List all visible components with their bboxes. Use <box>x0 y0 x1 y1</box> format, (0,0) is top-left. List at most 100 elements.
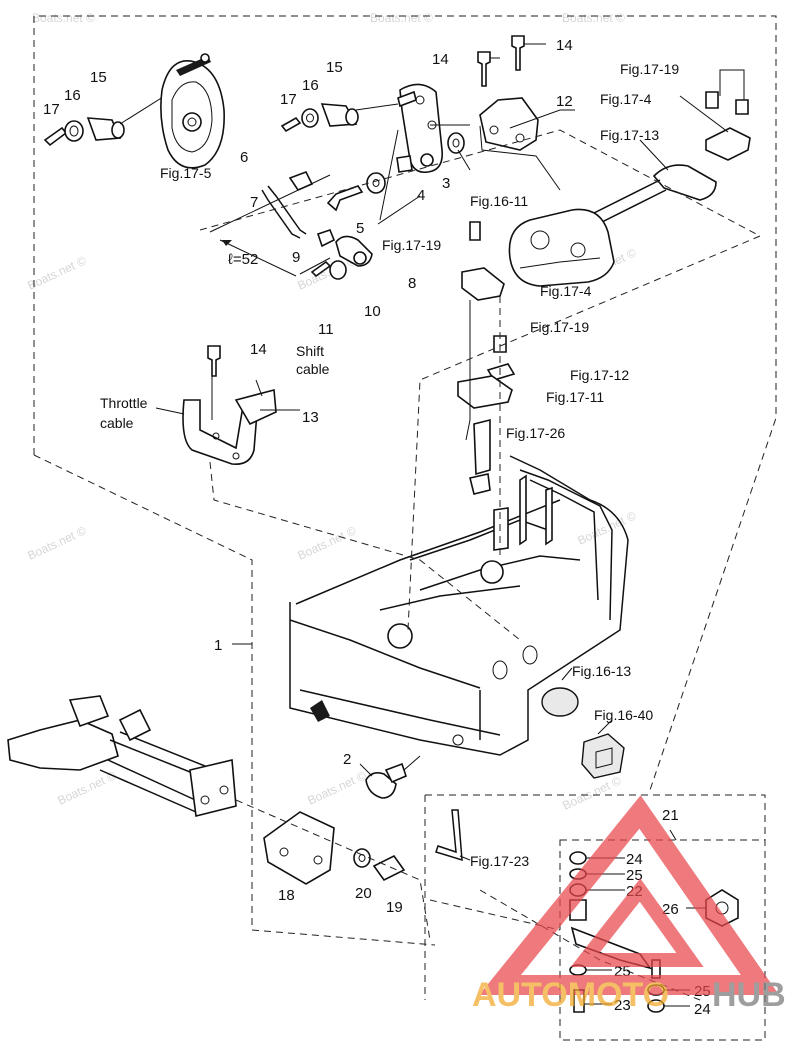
callout-19: 19 <box>386 899 403 916</box>
fig-ref: Fig.17-19 <box>382 237 441 253</box>
callout-15: 15 <box>90 69 107 86</box>
shift-cable-label: Shift <box>296 343 324 359</box>
callout-15: 15 <box>326 59 343 76</box>
dimension-length: ℓ=52 <box>228 251 258 268</box>
callout-24: 24 <box>694 1001 711 1018</box>
watermark: Boats.net © <box>370 11 433 25</box>
callout-10: 10 <box>364 303 381 320</box>
callout-11: 11 <box>318 321 334 338</box>
bracket-12 <box>479 97 539 151</box>
logo-text: AUTOMOTO <box>472 976 669 1014</box>
callout-26: 26 <box>662 901 679 918</box>
cable-bracket-13 <box>182 345 277 466</box>
fig-ref: Fig.17-12 <box>570 367 629 383</box>
callout-16: 16 <box>64 87 81 104</box>
watermark: Boats.net © <box>305 768 368 807</box>
fig-ref: Fig.17-11 <box>546 389 604 405</box>
fig-ref: Fig.17-5 <box>160 165 212 181</box>
bolt-19 <box>372 854 406 882</box>
callout-21: 21 <box>662 807 679 824</box>
logo-triangle <box>479 795 780 995</box>
throttle-link-assembly <box>43 53 225 169</box>
nut-9 <box>316 229 336 248</box>
cable-guide-fig17-26 <box>387 623 413 649</box>
rod-7 <box>261 189 301 239</box>
automotohub-logo: AUTOMOTO HUB <box>472 795 786 1014</box>
clamp-fig17-4 <box>705 127 751 161</box>
callout-17: 17 <box>280 91 297 108</box>
lever-3 <box>399 83 444 174</box>
washer-20 <box>353 848 371 868</box>
fig-ref: Fig.16-13 <box>572 663 631 679</box>
grommet-fig16-13 <box>541 687 579 717</box>
watermark: Boats.net © <box>32 11 95 25</box>
carburetor-linkage <box>508 208 615 287</box>
bolt-14 <box>207 345 221 377</box>
fig-ref: Fig.17-4 <box>600 91 652 107</box>
clip-6 <box>288 170 314 191</box>
cable-labels: Shift cable Throttle cable <box>100 343 330 431</box>
cotter-pin-17 <box>43 126 68 147</box>
callout-13: 13 <box>302 409 319 426</box>
watermark: Boats.net © <box>25 253 88 292</box>
watermark: Boats.net © <box>575 508 638 547</box>
callout-14: 14 <box>432 51 449 68</box>
watermark: Boats.net © <box>560 773 623 812</box>
fig-ref: Fig.17-13 <box>600 127 659 143</box>
callout-23: 23 <box>614 997 631 1014</box>
cotter-pin-17b <box>280 116 302 133</box>
bracket-18 <box>263 811 335 885</box>
fig-ref: Fig.17-26 <box>506 425 565 441</box>
watermark: Boats.net © <box>562 11 625 25</box>
callout-24: 24 <box>626 851 643 868</box>
throttle-cable-label: cable <box>100 415 134 431</box>
shift-cable-label: cable <box>296 361 330 377</box>
washer-10 <box>329 260 347 280</box>
callout-20: 20 <box>355 885 372 902</box>
leader-lines <box>155 43 762 1007</box>
callout-1: 1 <box>214 637 222 654</box>
grommet-fig17-26 <box>469 473 491 495</box>
logo-text: HUB <box>712 976 786 1014</box>
bottom-cowling <box>289 455 629 756</box>
assembly-boundary <box>33 15 777 1040</box>
link-rod-assembly <box>508 91 751 287</box>
fig-ref: Fig.16-11 <box>470 193 528 209</box>
watermark: Boats.net © <box>295 523 358 562</box>
throttle-cable-label: Throttle <box>100 395 148 411</box>
bolt-fig17-19 <box>705 91 719 109</box>
collar-4 <box>396 155 413 173</box>
figure-references: Fig.17-5 Fig.17-19 Fig.17-4 Fig.17-13 Fi… <box>160 61 679 869</box>
callout-12: 12 <box>556 93 573 110</box>
washer-16b <box>301 108 319 128</box>
callout-6: 6 <box>240 149 248 166</box>
logo-triangle-inner <box>570 878 704 967</box>
callout-16: 16 <box>302 77 319 94</box>
washer-16 <box>64 120 84 142</box>
watermark: Boats.net © <box>25 523 88 562</box>
callout-5: 5 <box>356 220 364 237</box>
hex-wrench-fig17-23 <box>435 809 463 862</box>
callout-2: 2 <box>343 751 351 768</box>
clamp-fig17-4-mid <box>461 221 505 301</box>
nut-24 <box>569 851 587 865</box>
shift-lever-assembly <box>209 35 539 280</box>
callout-14: 14 <box>556 37 573 54</box>
fig-ref: Fig.17-23 <box>470 853 529 869</box>
callout-25: 25 <box>626 867 643 884</box>
cable-stay-parts <box>457 335 516 476</box>
callout-18: 18 <box>278 887 295 904</box>
callout-4: 4 <box>417 187 425 204</box>
bolt-fig17-19 <box>735 99 749 115</box>
washer-shift <box>366 172 386 194</box>
fig-ref: Fig.17-19 <box>620 61 679 77</box>
callout-9: 9 <box>292 249 300 266</box>
pin-11 <box>310 260 332 278</box>
fig-ref: Fig.16-40 <box>594 707 653 723</box>
callout-3: 3 <box>442 175 450 192</box>
link-end-fig17-13 <box>652 164 717 201</box>
bolt-14 <box>477 51 491 87</box>
callout-14: 14 <box>250 341 267 358</box>
fig-ref: Fig.17-4 <box>540 283 592 299</box>
